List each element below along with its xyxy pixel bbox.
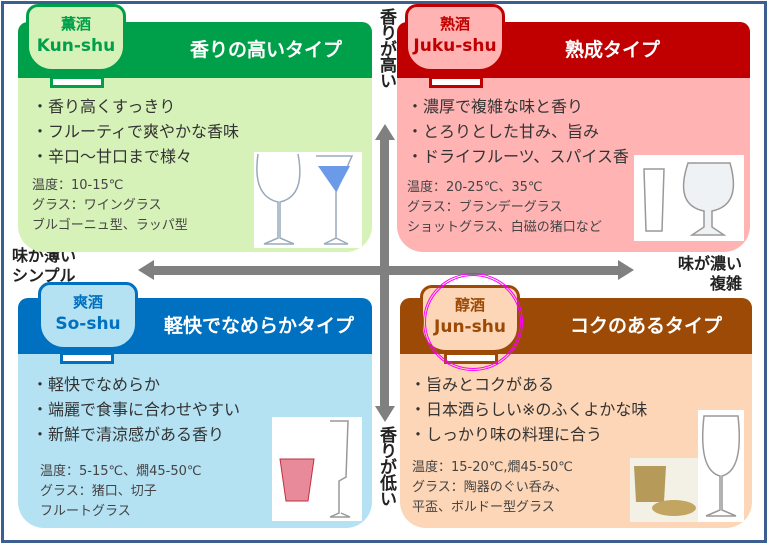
feature-item: ・日本酒らしい※のふくよかな味	[410, 400, 648, 419]
feature-list: ・濃厚で複雑な味と香り ・とろりとした甘み、旨み ・ドライフルーツ、スパイス香	[407, 94, 629, 169]
feature-item: ・フルーティで爽やかな香味	[32, 122, 240, 141]
feature-list: ・軽快でなめらか ・端麗で食事に合わせやすい ・新鮮で清涼感がある香り	[32, 372, 240, 447]
temperature: 温度：15-20℃,燗45-50℃	[412, 460, 573, 475]
tab-kunshu: 薫酒 Kun-shu	[26, 4, 126, 72]
feature-item: ・軽快でなめらか	[32, 375, 161, 394]
feature-item: ・香り高くすっきり	[32, 97, 176, 116]
axis-label-taste-light: 味が薄い シンプル	[12, 246, 76, 286]
tab-name-en: Kun-shu	[36, 36, 116, 56]
feature-item: ・しっかり味の料理に合う	[410, 425, 603, 444]
feature-item: ・端麗で食事に合わせやすい	[32, 400, 241, 419]
feature-item: ・とろりとした甘み、旨み	[407, 122, 600, 141]
tab-name-jp: 熟酒	[439, 15, 470, 33]
arrow-left-icon	[138, 260, 154, 280]
highlight-circle	[423, 273, 523, 371]
glass-type: グラス：ワイングラス	[32, 198, 162, 213]
glass-type-detail: ブルゴーニュ型、ラッパ型	[32, 218, 188, 233]
kiriko-flute-photo	[272, 417, 362, 521]
tab-jukushu: 熟酒 Juku-shu	[405, 4, 505, 72]
ceramic-cup-photo	[630, 458, 698, 522]
glass-type: グラス：猪口、切子	[40, 484, 157, 499]
serving-info: 温度：20-25℃、35℃ グラス：ブランデーグラス ショットグラス、白磁の猪口…	[407, 178, 602, 238]
serving-info: 温度：5-15℃、燗45-50℃ グラス：猪口、切子 フルートグラス	[40, 462, 201, 522]
axis-label-taste-light-2: シンプル	[12, 266, 76, 285]
axis-label-aroma-low: 香りが低い	[376, 426, 396, 506]
temperature: 温度：20-25℃、35℃	[407, 180, 543, 195]
temperature: 温度：10-15℃	[32, 178, 124, 193]
tab-base	[429, 76, 483, 88]
feature-item: ・辛口～甘口まで様々	[32, 147, 193, 166]
arrow-right-icon	[618, 260, 634, 280]
arrow-down-icon	[375, 406, 395, 422]
brandy-glass-photo	[634, 155, 744, 241]
horizontal-axis	[152, 266, 620, 275]
serving-info: 温度：10-15℃ グラス：ワイングラス ブルゴーニュ型、ラッパ型	[32, 176, 188, 236]
feature-item: ・新鮮で清涼感がある香り	[32, 425, 225, 444]
tab-base	[50, 76, 104, 88]
feature-item: ・濃厚で複雑な味と香り	[407, 97, 584, 116]
tab-soshu: 爽酒 So-shu	[38, 282, 138, 350]
axis-label-taste-rich: 味が濃い 複雑	[662, 254, 742, 294]
wine-glass-photo	[254, 152, 362, 248]
tab-name-en: Juku-shu	[413, 36, 497, 56]
feature-list: ・香り高くすっきり ・フルーティで爽やかな香味 ・辛口～甘口まで様々	[32, 94, 239, 169]
tab-name-jp: 薫酒	[60, 15, 91, 33]
bordeaux-glass-photo	[698, 410, 744, 522]
glass-type-detail: 平盃、ボルドー型グラス	[412, 500, 555, 515]
glass-type: グラス：陶器のぐい呑み、	[412, 480, 568, 495]
feature-item: ・ドライフルーツ、スパイス香	[407, 147, 629, 166]
axis-label-taste-rich-1: 味が濃い	[677, 254, 742, 273]
feature-list: ・旨みとコクがある ・日本酒らしい※のふくよかな味 ・しっかり味の料理に合う	[410, 372, 647, 447]
glass-type-detail: フルートグラス	[40, 504, 131, 519]
glass-type-detail: ショットグラス、白磁の猪口など	[407, 220, 602, 235]
serving-info: 温度：15-20℃,燗45-50℃ グラス：陶器のぐい呑み、 平盃、ボルドー型グ…	[412, 458, 573, 518]
tab-name-en: So-shu	[55, 314, 121, 334]
temperature: 温度：5-15℃、燗45-50℃	[40, 464, 202, 479]
arrow-up-icon	[375, 124, 395, 140]
feature-item: ・旨みとコクがある	[410, 375, 555, 394]
axis-label-aroma-high: 香りが高い	[376, 8, 396, 88]
axis-label-taste-rich-2: 複雑	[709, 274, 742, 293]
tab-base	[60, 352, 114, 364]
tab-name-jp: 爽酒	[72, 293, 103, 311]
glass-type: グラス：ブランデーグラス	[407, 200, 563, 215]
